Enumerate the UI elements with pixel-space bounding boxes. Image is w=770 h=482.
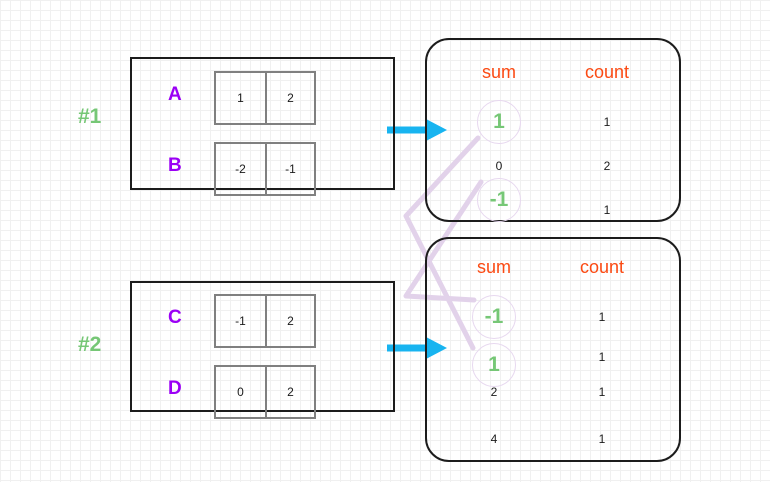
aggregate-1-row-0-sum: 1 (493, 110, 505, 133)
aggregate-2-row-1-sum: 1 (488, 353, 500, 376)
group-2-row-d-cell-0: 0 (237, 385, 244, 399)
aggregate-1-row-2-circle (477, 178, 521, 222)
aggregate-1-header-sum: sum (481, 62, 517, 82)
group-2-row-label-d: D (168, 378, 182, 399)
group-1-row-a-cells: 1 2 (214, 71, 316, 125)
group-2-row-c-cells: -1 2 (214, 294, 316, 348)
group-1-panel: A 1 2 B -2 -1 (130, 57, 395, 196)
aggregate-1-row-0-count: 1 (603, 115, 611, 129)
aggregate-1-row-2-count: 1 (603, 203, 611, 217)
aggregate-2-row-1-circle (472, 343, 516, 387)
aggregate-2-row-3-count: 1 (598, 432, 606, 446)
aggregate-2-row-0-circle (472, 295, 516, 339)
group-1-row-label-b: B (168, 155, 182, 176)
aggregate-2-row-2-count: 1 (598, 385, 606, 399)
group-2-row-c-cell-0: -1 (235, 314, 246, 328)
aggregate-1-row-1-count: 2 (603, 159, 611, 173)
group-label-1: #1 (78, 105, 102, 128)
aggregate-2-header-count: count (579, 257, 625, 277)
aggregate-1-row-0-circle (477, 100, 521, 144)
group-1-row-b-cell-0: -2 (235, 162, 246, 176)
aggregate-2-row-0-sum: -1 (484, 305, 504, 328)
group-2-row-c-cell-1: 2 (265, 296, 314, 346)
aggregate-1-row-2-sum: -1 (489, 188, 509, 211)
group-1-row-b-cells: -2 -1 (214, 142, 316, 196)
group-label-2: #2 (78, 333, 102, 356)
group-1-row-b-cell-1: -1 (265, 144, 314, 194)
connector-sum-1 (403, 135, 481, 351)
aggregate-2-row-1-count: 1 (598, 350, 606, 364)
group-1-row-a-cell-1: 2 (265, 73, 314, 123)
aggregate-1-header-count: count (584, 62, 630, 82)
group-1-row-label-a: A (168, 84, 182, 105)
aggregate-table-2: sum count -1 1 1 1 2 1 4 1 (425, 237, 681, 462)
aggregate-2-row-3-sum: 4 (490, 432, 498, 446)
group-1-row-a-cell-0: 1 (237, 91, 244, 105)
group-2-panel: C -1 2 D 0 2 (130, 281, 395, 419)
group-2-row-label-c: C (168, 307, 182, 328)
aggregate-table-1: sum count 1 1 0 2 -1 1 (425, 38, 681, 222)
aggregate-1-row-1-sum: 0 (495, 159, 503, 173)
aggregate-2-row-0-count: 1 (598, 310, 606, 324)
group-2-row-d-cells: 0 2 (214, 365, 316, 419)
aggregate-2-row-2-sum: 2 (490, 385, 498, 399)
aggregate-2-header-sum: sum (476, 257, 512, 277)
group-2-row-d-cell-1: 2 (265, 367, 314, 417)
